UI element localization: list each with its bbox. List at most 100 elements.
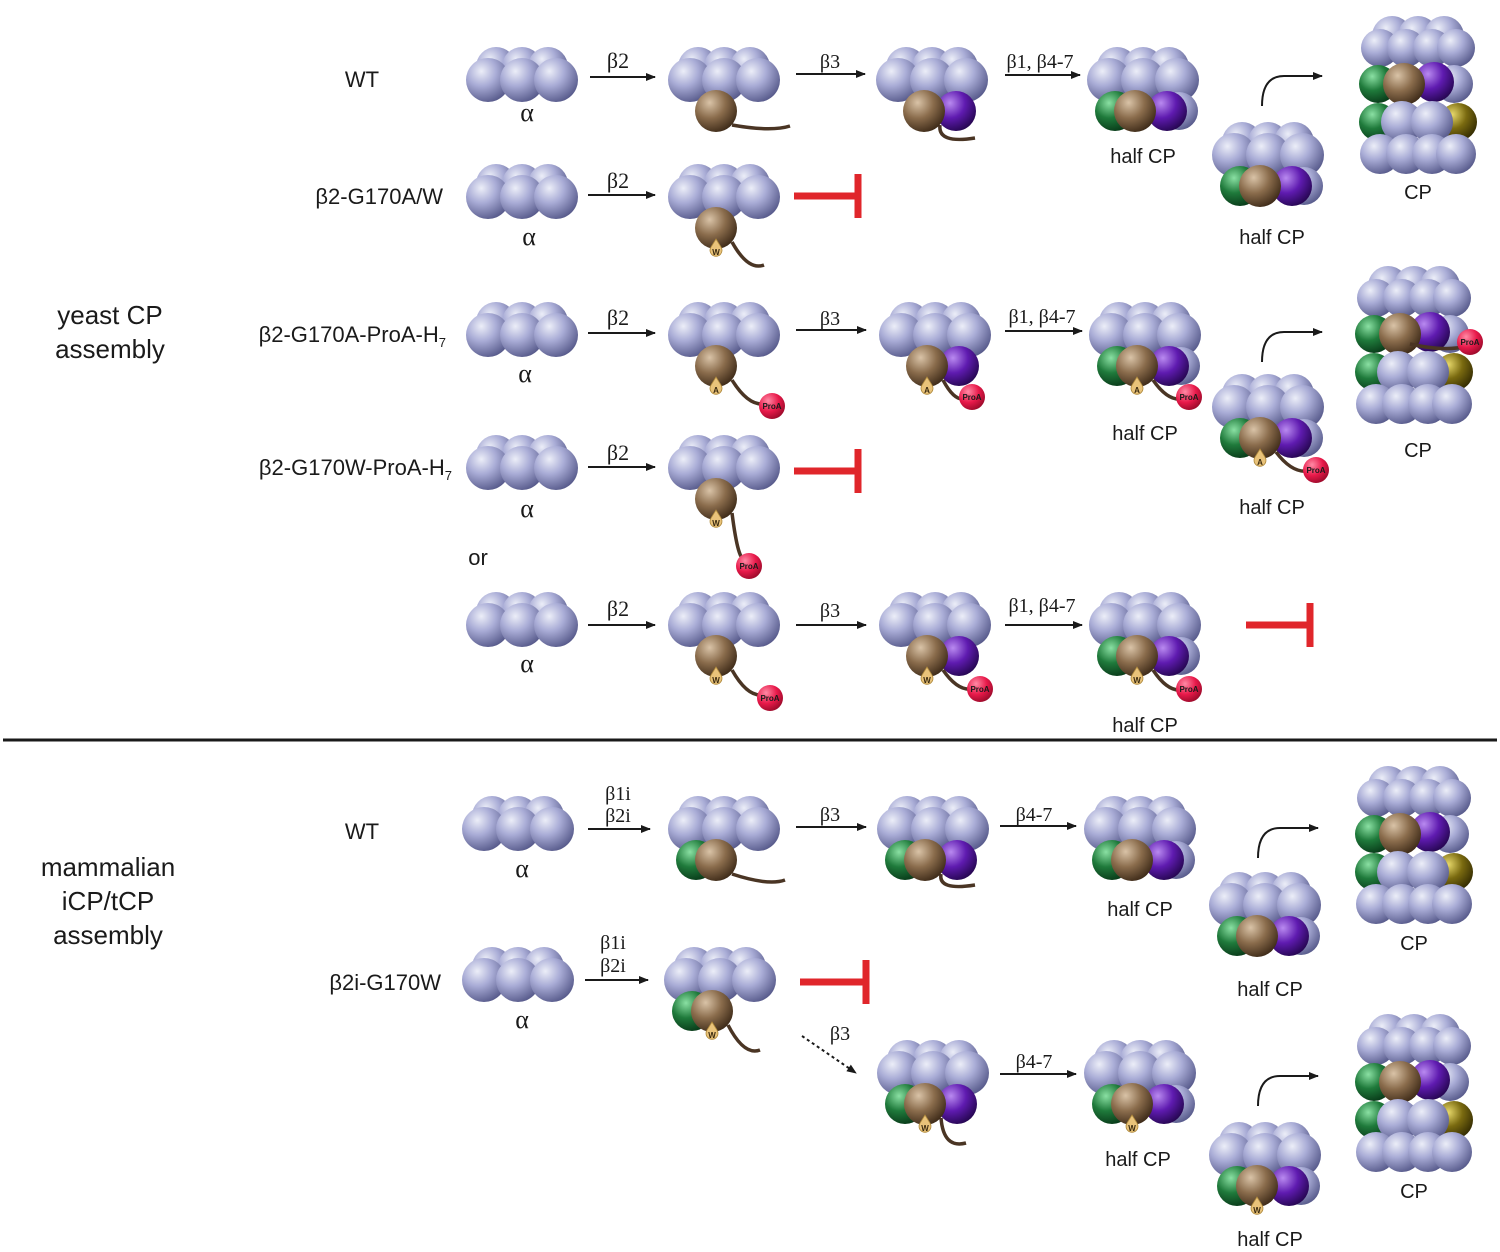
step-label-b3: β3 (820, 804, 840, 826)
mutation-site-marker (920, 666, 934, 685)
beta2-subunit (1236, 1165, 1278, 1207)
proa-tag-label: ProA (1179, 393, 1198, 402)
alpha-subunit (1433, 779, 1471, 817)
proa-tag (757, 685, 783, 711)
merge-curve (1261, 331, 1285, 363)
beta3-subunit (1269, 916, 1309, 956)
assembly-intermediate (1084, 796, 1196, 881)
alpha-subunit (1280, 385, 1324, 429)
propeptide-tail (731, 872, 786, 884)
alpha-subunit (1089, 603, 1133, 647)
beta3-subunit (939, 346, 979, 386)
mutation-site-marker (1130, 376, 1144, 395)
alpha-subunit (736, 175, 780, 219)
alpha-subunit (500, 313, 544, 357)
alpha-subunit (496, 807, 540, 851)
propeptide-tail (730, 512, 747, 561)
beta3-subunit (937, 1084, 977, 1124)
proa-tag (1457, 329, 1483, 355)
beta3-subunit (939, 636, 979, 676)
alpha-ring (466, 47, 578, 102)
proa-tag-label: ProA (1179, 685, 1198, 694)
alpha-subunit (1383, 279, 1421, 317)
alpha-subunit (1209, 883, 1253, 927)
alpha-subunit (462, 958, 506, 1002)
alpha-subunit (947, 313, 991, 357)
step-label-b2i: β2i (605, 805, 631, 827)
beta3-subunit (1272, 418, 1312, 458)
alpha-subunit (1361, 29, 1399, 67)
alpha-subunit (668, 807, 712, 851)
half-cp-label: half CP (1105, 1149, 1171, 1171)
alpha-subunit (877, 807, 921, 851)
beta-ring-subunit (1381, 101, 1423, 143)
alpha-subunit (1089, 313, 1133, 357)
alpha-subunit (732, 958, 776, 1002)
mutation-site-marker (709, 376, 723, 395)
beta-ring-subunit (1407, 851, 1449, 893)
alpha-subunit (736, 58, 780, 102)
alpha-label: α (515, 1005, 529, 1034)
alpha-subunit (945, 807, 989, 851)
alpha-subunit (668, 603, 712, 647)
propeptide-tail (731, 123, 791, 131)
alpha-subunit (668, 175, 712, 219)
merge-curve (1261, 75, 1285, 107)
alpha-subunit (736, 603, 780, 647)
beta2-subunit (1236, 915, 1278, 957)
alpha-subunit (947, 603, 991, 647)
mutation-site-marker (709, 666, 723, 685)
alpha-subunit (1437, 29, 1475, 67)
step-label-b2: β2 (607, 168, 629, 193)
beta3-subunit (1410, 312, 1450, 352)
alpha-label: α (518, 359, 532, 388)
mutation-site-label: W (921, 1124, 929, 1133)
beta3-subunit (1149, 636, 1189, 676)
mutation-site-label: W (712, 519, 720, 528)
mutation-site-label: A (1257, 458, 1263, 467)
alpha-subunit (1212, 133, 1256, 177)
alpha-subunit (462, 807, 506, 851)
beta2-subunit (1239, 165, 1281, 207)
proa-tag-label: ProA (962, 393, 981, 402)
step-label-b3: β3 (830, 1023, 850, 1045)
row-label-g170a-proa: β2-G170A-ProA-H7 (259, 322, 446, 350)
step-label-b2: β2 (607, 305, 629, 330)
mammalian-section-title-line3: assembly (53, 920, 163, 950)
mutation-site-label: W (712, 676, 720, 685)
alpha-subunit (534, 58, 578, 102)
propeptide-tail (939, 1117, 967, 1146)
mutation-site-marker (709, 238, 723, 257)
alpha-subunit (876, 58, 920, 102)
step-label-b3: β3 (820, 51, 840, 73)
alpha-subunit (1277, 1133, 1321, 1177)
alpha-subunit (466, 175, 510, 219)
beta3-subunit (937, 840, 977, 880)
half-cp-label: half CP (1110, 146, 1176, 168)
beta2-subunit (904, 839, 946, 881)
step-label-b47: β4-7 (1016, 804, 1053, 826)
mutation-site-marker (1125, 1114, 1139, 1133)
alpha-subunit (1157, 603, 1201, 647)
alpha-ring (466, 435, 578, 490)
proa-tag-label: ProA (1306, 466, 1325, 475)
beta2-subunit (1379, 313, 1421, 355)
proa-tag-label: ProA (762, 402, 781, 411)
alpha-subunit (466, 446, 510, 490)
beta3-subunit (1414, 62, 1454, 102)
alpha-subunit (668, 446, 712, 490)
alpha-subunit (466, 313, 510, 357)
row-label-wt-mammal: WT (345, 819, 379, 844)
beta-ring-subunit (1411, 101, 1453, 143)
step-label-b3: β3 (820, 308, 840, 330)
core-particle (1355, 1014, 1473, 1172)
step-label-b1i: β1i (600, 932, 626, 954)
proa-tag (967, 676, 993, 702)
alpha-label: α (520, 98, 534, 127)
alpha-subunit (530, 807, 574, 851)
beta2-subunit (695, 478, 737, 520)
proa-tag (759, 393, 785, 419)
alpha-subunit (1357, 279, 1395, 317)
